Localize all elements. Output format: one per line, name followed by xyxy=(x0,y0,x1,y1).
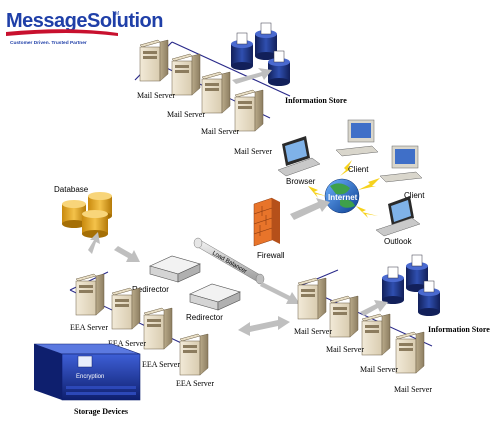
eea-server-label: EEA Server xyxy=(176,379,214,388)
encryption-label: Encryption xyxy=(76,374,104,380)
mail-server-icon xyxy=(139,39,169,82)
connection-arrow xyxy=(260,282,300,304)
connection-arrow xyxy=(290,198,330,220)
mail-server-icon xyxy=(297,277,327,320)
eea-server-icon xyxy=(179,333,209,376)
brand-name: MessageSolution xyxy=(6,10,163,32)
lightning-bolt xyxy=(358,178,380,190)
eea-server-icon xyxy=(111,287,141,330)
storage-devices-label: Storage Devices xyxy=(74,407,128,416)
lightning-bolt xyxy=(308,186,326,198)
sync-arrow xyxy=(238,316,290,336)
load-balancer-label: Load Balancer xyxy=(211,251,248,276)
brand-trademark: TM xyxy=(112,11,119,17)
mail-server-label: Mail Server xyxy=(294,327,332,336)
client-label: Client xyxy=(404,191,425,200)
data-store-icon xyxy=(382,266,404,304)
brand-tagline: Customer Driven. Trusted Partner xyxy=(10,40,87,46)
eea-server-icon xyxy=(143,307,173,350)
storage-device-icon: Encryption xyxy=(33,343,141,401)
sync-arrow xyxy=(232,68,272,84)
redirector-label: Redirector xyxy=(132,285,169,294)
mail-server-icon xyxy=(201,71,231,114)
firewall-label: Firewall xyxy=(257,251,285,260)
internet-label: Internet xyxy=(328,193,358,202)
information-store-label: Information Store xyxy=(285,96,347,105)
connection-arrow xyxy=(114,246,140,262)
mail-server-label: Mail Server xyxy=(234,147,272,156)
firewall-icon xyxy=(253,197,280,247)
database-icon xyxy=(62,200,86,228)
right-mail-server-group: Mail Server Mail Server Mail Server Mail… xyxy=(294,269,432,394)
internet-globe: Internet xyxy=(324,178,360,214)
mail-server-icon xyxy=(395,331,425,374)
mail-server-icon xyxy=(361,313,391,356)
mail-server-label: Mail Server xyxy=(201,127,239,136)
mail-server-icon xyxy=(329,295,359,338)
redirector-label: Redirector xyxy=(186,313,223,322)
data-store-icon xyxy=(406,254,428,292)
data-store-icon xyxy=(418,280,440,316)
top-mail-server-group: Mail Server Mail Server Mail Server Mail… xyxy=(134,39,291,156)
laptop-icon xyxy=(375,196,421,237)
eea-server-group: EEA Server EEA Server EEA Server EEA Ser… xyxy=(69,271,214,388)
outlook-label: Outlook xyxy=(384,237,413,246)
mail-server-label: Mail Server xyxy=(394,385,432,394)
mail-server-icon xyxy=(234,89,264,132)
sync-arrow xyxy=(360,300,388,316)
data-store-icon xyxy=(268,50,290,86)
eea-server-icon xyxy=(75,273,105,316)
desktop-computer-icon xyxy=(379,145,423,183)
database-icon xyxy=(82,210,108,238)
laptop-icon xyxy=(277,136,321,177)
top-information-store: Information Store xyxy=(231,22,347,105)
right-information-store: Information Store xyxy=(382,254,490,334)
client-label: Client xyxy=(348,165,369,174)
eea-server-label: EEA Server xyxy=(70,323,108,332)
redirector-icon xyxy=(189,283,241,311)
mail-server-icon xyxy=(171,53,201,96)
browser-label: Browser xyxy=(286,177,316,186)
mail-server-label: Mail Server xyxy=(360,365,398,374)
mail-server-label: Mail Server xyxy=(137,91,175,100)
data-store-icon xyxy=(255,22,277,60)
database-label: Database xyxy=(54,185,89,194)
load-balancer-icon: Load Balancer xyxy=(193,237,265,285)
eea-server-label: EEA Server xyxy=(142,360,180,369)
mail-server-label: Mail Server xyxy=(326,345,364,354)
connection-arrow xyxy=(88,232,100,254)
redirector-icon xyxy=(149,255,201,283)
data-store-icon xyxy=(231,32,253,70)
brand-swoosh xyxy=(6,29,118,36)
encryption-icon xyxy=(77,355,93,368)
brand-logo: MessageSolution TM Customer Driven. Trus… xyxy=(6,10,163,46)
mail-server-label: Mail Server xyxy=(167,110,205,119)
desktop-computer-icon xyxy=(335,119,379,157)
eea-server-label: EEA Server xyxy=(108,339,146,348)
lightning-bolt xyxy=(340,160,352,176)
information-store-label: Information Store xyxy=(428,325,490,334)
lightning-bolt xyxy=(356,206,378,218)
